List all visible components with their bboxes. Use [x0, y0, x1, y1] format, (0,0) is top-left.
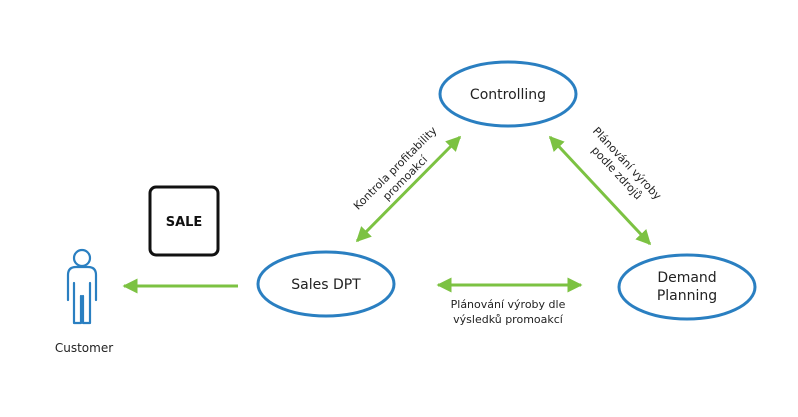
edge-label-sales-demand-line2: výsledků promoakcí — [453, 313, 564, 326]
sale-box: SALE — [148, 185, 220, 257]
sale-box-label: SALE — [166, 215, 203, 230]
customer-label: Customer — [55, 341, 113, 355]
edge-label-sales-controlling-line1: Kontrola profitability — [351, 124, 440, 213]
arrow-sales-controlling — [355, 135, 462, 243]
edge-label-sales-controlling: Kontrola profitability promoakcí — [351, 124, 440, 213]
node-controlling-label: Controlling — [470, 87, 546, 103]
node-controlling: Controlling — [438, 60, 578, 128]
arrow-controlling-demand — [548, 135, 652, 246]
node-sales-dpt: Sales DPT — [256, 250, 396, 318]
node-sales-dpt-label: Sales DPT — [291, 277, 361, 293]
customer-icon — [66, 248, 98, 325]
edge-label-controlling-demand: Plánování výroby podle zdrojů — [589, 125, 664, 203]
node-demand-planning: Demand Planning — [617, 253, 757, 321]
node-demand-planning-label-line1: Demand — [657, 270, 716, 286]
edge-label-sales-demand-line1: Plánování výroby dle — [451, 298, 566, 311]
node-demand-planning-label-line2: Planning — [657, 288, 717, 304]
